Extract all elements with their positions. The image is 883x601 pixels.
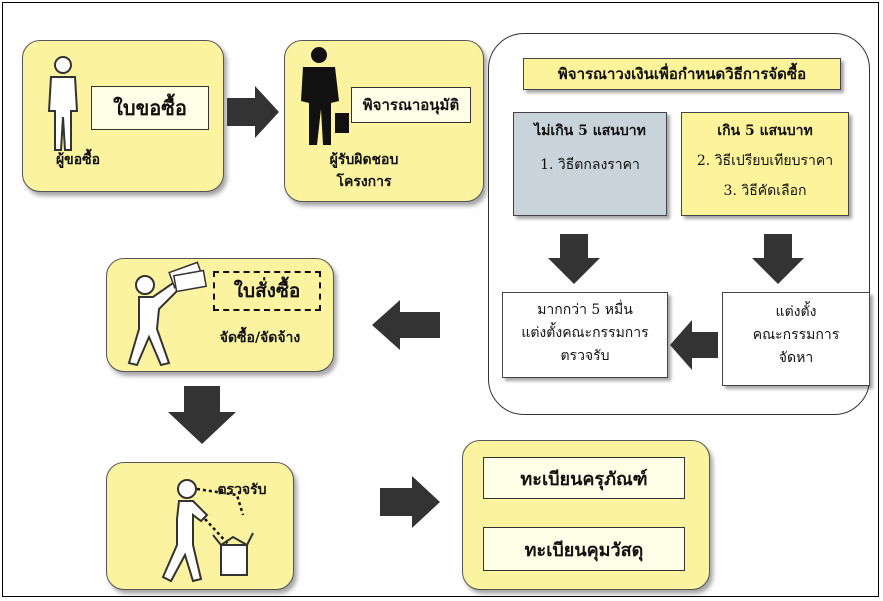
asset-registry-paper: ทะเบียนครุภัณฑ์ — [483, 457, 685, 499]
arrow-right-1 — [227, 86, 279, 138]
procurement-committee-box: แต่งตั้ง คณะกรรมการ จัดหา — [722, 292, 870, 386]
committee-right-line1: แต่งตั้ง — [775, 304, 817, 320]
committee-left-line1: มากกว่า 5 หมื่น — [537, 302, 633, 318]
businessman-icon — [301, 47, 349, 145]
person-with-box-icon — [161, 479, 254, 583]
method-1: 1. วิธีตกลงราคา — [540, 157, 640, 173]
approver-label: ผู้รับผิดชอบ โครงการ — [299, 149, 429, 193]
purchase-label: จัดซื้อ/จัดจ้าง — [219, 330, 301, 346]
method-3: 3. วิธีคัดเลือก — [723, 183, 807, 199]
approval-paper: พิจารณาอนุมัติ — [351, 87, 471, 123]
budget-panel-title: พิจารณาวงเงินเพื่อกำหนดวิธีการจัดซื้อ — [523, 58, 841, 90]
committee-right-line2: คณะกรรมการ — [752, 327, 840, 343]
inspect-label: ตรวจรับ — [217, 482, 267, 498]
supply-registry-paper: ทะเบียนคุมวัสดุ — [483, 527, 685, 571]
arrow-down-over — [752, 234, 804, 284]
buyer-step: ใบขอซื้อ ผู้ขอซื้อ — [22, 40, 224, 192]
purchase-step: ใบสั่งซื้อ จัดซื้อ/จัดจ้าง — [106, 258, 334, 372]
inspection-committee-box: มากกว่า 5 หมื่น แต่งตั้งคณะกรรมการ ตรวจร… — [502, 292, 668, 378]
person-icon — [47, 56, 79, 151]
arrow-left-purchase — [372, 300, 440, 350]
approver-step: พิจารณาอนุมัติ ผู้รับผิดชอบ โครงการ — [284, 40, 484, 202]
under-500k-heading: ไม่เกิน 5 แสนบาท — [534, 123, 646, 139]
over-500k-box: เกิน 5 แสนบาท 2. วิธีเปรียบเทียบราคา 3. … — [681, 112, 849, 216]
person-with-money-icon — [127, 261, 208, 367]
over-500k-heading: เกิน 5 แสนบาท — [717, 123, 813, 139]
purchase-request-paper: ใบขอซื้อ — [91, 86, 209, 130]
registry-step: ทะเบียนครุภัณฑ์ ทะเบียนคุมวัสดุ — [462, 440, 710, 590]
purchase-order-paper: ใบสั่งซื้อ — [213, 271, 321, 311]
arrow-down-under — [548, 234, 600, 284]
arrow-left-committee — [670, 320, 718, 370]
inspect-step: ตรวจรับ — [106, 462, 294, 590]
method-2: 2. วิธีเปรียบเทียบราคา — [696, 153, 834, 169]
committee-right-line3: จัดหา — [778, 350, 814, 366]
committee-left-line2: แต่งตั้งคณะกรรมการ — [521, 325, 649, 341]
approver-label-line2: โครงการ — [336, 174, 392, 190]
under-500k-box: ไม่เกิน 5 แสนบาท 1. วิธีตกลงราคา — [513, 112, 667, 216]
arrow-down-inspect — [168, 386, 236, 444]
committee-left-line3: ตรวจรับ — [560, 348, 610, 364]
arrow-right-registry — [380, 476, 440, 528]
approver-label-line1: ผู้รับผิดชอบ — [329, 152, 399, 168]
buyer-label: ผู้ขอซื้อ — [55, 152, 101, 168]
